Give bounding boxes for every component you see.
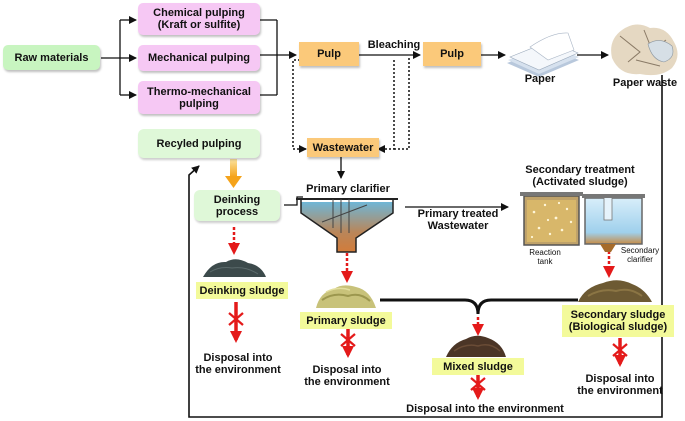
deinking-sublabel: process (215, 205, 259, 218)
deinking-disposal-line1: Disposal into (203, 352, 273, 364)
deinking-disposal-line2: the environment (195, 364, 281, 376)
paper-waste-label: Paper waste (612, 77, 678, 89)
mixed-sludge-combine-lines (380, 298, 578, 315)
primary-clarifier-label: Primary clarifier (306, 183, 390, 195)
thermo-mechanical-pulping-box: Thermo-mechanical pulping (138, 81, 260, 114)
deinking-sludge-text: Deinking sludge (199, 284, 285, 297)
recycled-to-deinking-arrow (225, 159, 242, 188)
deinking-sludge-label: Deinking sludge (196, 282, 288, 299)
primary-disposal-line1: Disposal into (312, 364, 382, 376)
mechanical-pulping-label: Mechanical pulping (147, 52, 251, 64)
deinking-process-box: Deinking process (194, 190, 280, 221)
secondary-disposal-line1: Disposal into (585, 373, 655, 385)
paper-waste-image (611, 24, 678, 76)
recycled-pulping-label: Recyled pulping (156, 137, 242, 150)
secondary-sludge-subtext: (Biological sludge) (568, 321, 668, 333)
pulp-label: Pulp (317, 48, 341, 60)
recycle-return-line (188, 75, 663, 418)
chemical-pulping-sublabel: (Kraft or sulfite) (157, 19, 241, 31)
bleached-pulp-box: Pulp (423, 42, 481, 66)
secondary-clarifier-line2: clarifier (627, 255, 653, 264)
reaction-tank-line2: tank (537, 257, 553, 266)
secondary-sludge-label: Secondary sludge (Biological sludge) (562, 305, 674, 337)
recycled-pulping-box: Recyled pulping (138, 129, 260, 158)
mechanical-pulping-box: Mechanical pulping (138, 45, 260, 71)
blocked-x-marks (228, 312, 628, 391)
primary-sludge-text: Primary sludge (306, 314, 386, 327)
raw-materials-box: Raw materials (3, 45, 100, 70)
paper-label: Paper (524, 73, 556, 85)
deinking-to-clarifier-line (284, 196, 303, 206)
mixed-sludge-pile (446, 335, 506, 357)
wastewater-label: Wastewater (312, 141, 374, 154)
deinking-disposal-label: Disposal into the environment (188, 352, 288, 376)
raw-materials-label: Raw materials (14, 51, 89, 64)
primary-disposal-label: Disposal into the environment (300, 364, 394, 388)
mixed-sludge-text: Mixed sludge (443, 360, 513, 373)
chemical-pulping-label: Chemical pulping (153, 7, 245, 19)
primary-treated-line2: Wastewater (427, 220, 489, 232)
secondary-treatment-line2: (Activated sludge) (532, 176, 628, 188)
primary-treated-wastewater-label: Primary treated Wastewater (410, 208, 506, 232)
deinking-sludge-pile (203, 259, 266, 277)
reaction-tank-label: Reaction tank (521, 248, 569, 266)
wastewater-dotted-lines (292, 58, 410, 153)
bleaching-label: Bleaching (367, 39, 421, 51)
secondary-treatment-label: Secondary treatment (Activated sludge) (512, 164, 648, 188)
bleached-pulp-label: Pulp (440, 48, 464, 60)
thermo-mechanical-label: Thermo-mechanical (147, 85, 251, 98)
deinking-label: Deinking (213, 193, 261, 206)
paper-stack-image (507, 32, 579, 77)
primary-treated-line1: Primary treated (417, 208, 499, 220)
secondary-clarifier-illustration (582, 194, 645, 252)
secondary-sludge-text: Secondary sludge (570, 309, 666, 321)
primary-clarifier-illustration (296, 198, 398, 253)
reaction-tank-illustration (520, 192, 583, 246)
secondary-disposal-label: Disposal into the environment (572, 373, 668, 397)
primary-sludge-pile (316, 285, 376, 308)
red-flow-arrows (228, 227, 615, 336)
raw-materials-branch (101, 16, 137, 99)
mixed-sludge-label: Mixed sludge (432, 358, 524, 375)
chemical-pulping-box: Chemical pulping (Kraft or sulfite) (138, 3, 260, 35)
pulp-box: Pulp (299, 42, 359, 66)
pulping-to-pulp-connector (258, 19, 297, 96)
secondary-disposal-line2: the environment (577, 385, 663, 397)
thermo-mechanical-sublabel: pulping (179, 97, 219, 110)
secondary-clarifier-label: Secondary clarifier (612, 246, 668, 264)
secondary-clarifier-line1: Secondary (620, 246, 660, 255)
secondary-sludge-pile (578, 280, 652, 302)
primary-sludge-label: Primary sludge (300, 312, 392, 329)
primary-disposal-line2: the environment (304, 376, 390, 388)
reaction-tank-line1: Reaction (529, 248, 561, 257)
secondary-treatment-line1: Secondary treatment (525, 164, 635, 176)
wastewater-box: Wastewater (307, 138, 379, 157)
mixed-disposal-label: Disposal into the environment (406, 403, 564, 415)
